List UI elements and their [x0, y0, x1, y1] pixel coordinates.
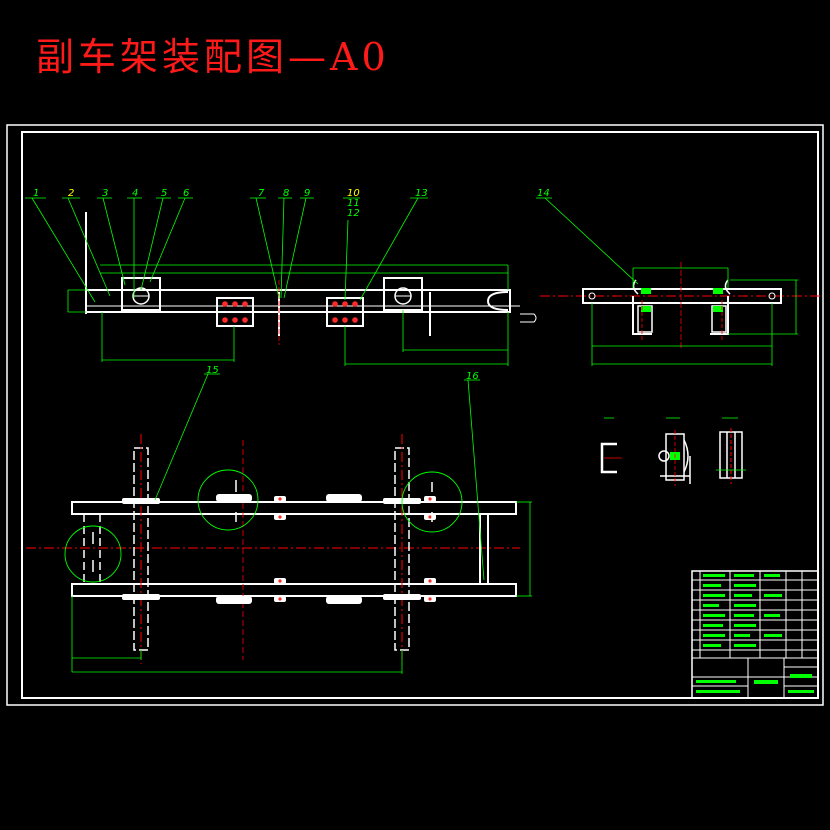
title-block	[691, 570, 819, 699]
callout-3: 3	[102, 188, 108, 199]
callout-7: 7	[258, 188, 265, 199]
callout-5: 5	[161, 188, 167, 199]
callout-11: 11	[347, 198, 360, 209]
callout-9: 9	[304, 188, 310, 199]
callout-6: 6	[183, 188, 189, 199]
callout-16: 16	[466, 371, 479, 382]
callout-2: 2	[68, 188, 74, 199]
detail-views	[600, 417, 746, 486]
callout-10: 10	[347, 188, 360, 199]
drawing-title: 副车架装配图—A0	[36, 35, 390, 79]
callout-8: 8	[283, 188, 289, 199]
callout-13: 13	[415, 188, 428, 199]
plan-view	[26, 373, 532, 674]
sheet-outer-frame	[6, 124, 824, 706]
callout-15: 15	[206, 365, 219, 376]
sheet-inner-frame	[21, 131, 819, 699]
callout-12: 12	[347, 208, 360, 219]
callout-1: 1	[33, 188, 39, 199]
callout-4: 4	[132, 188, 138, 199]
side-view	[536, 197, 822, 366]
callout-14: 14	[537, 188, 550, 199]
front-view	[25, 197, 537, 366]
